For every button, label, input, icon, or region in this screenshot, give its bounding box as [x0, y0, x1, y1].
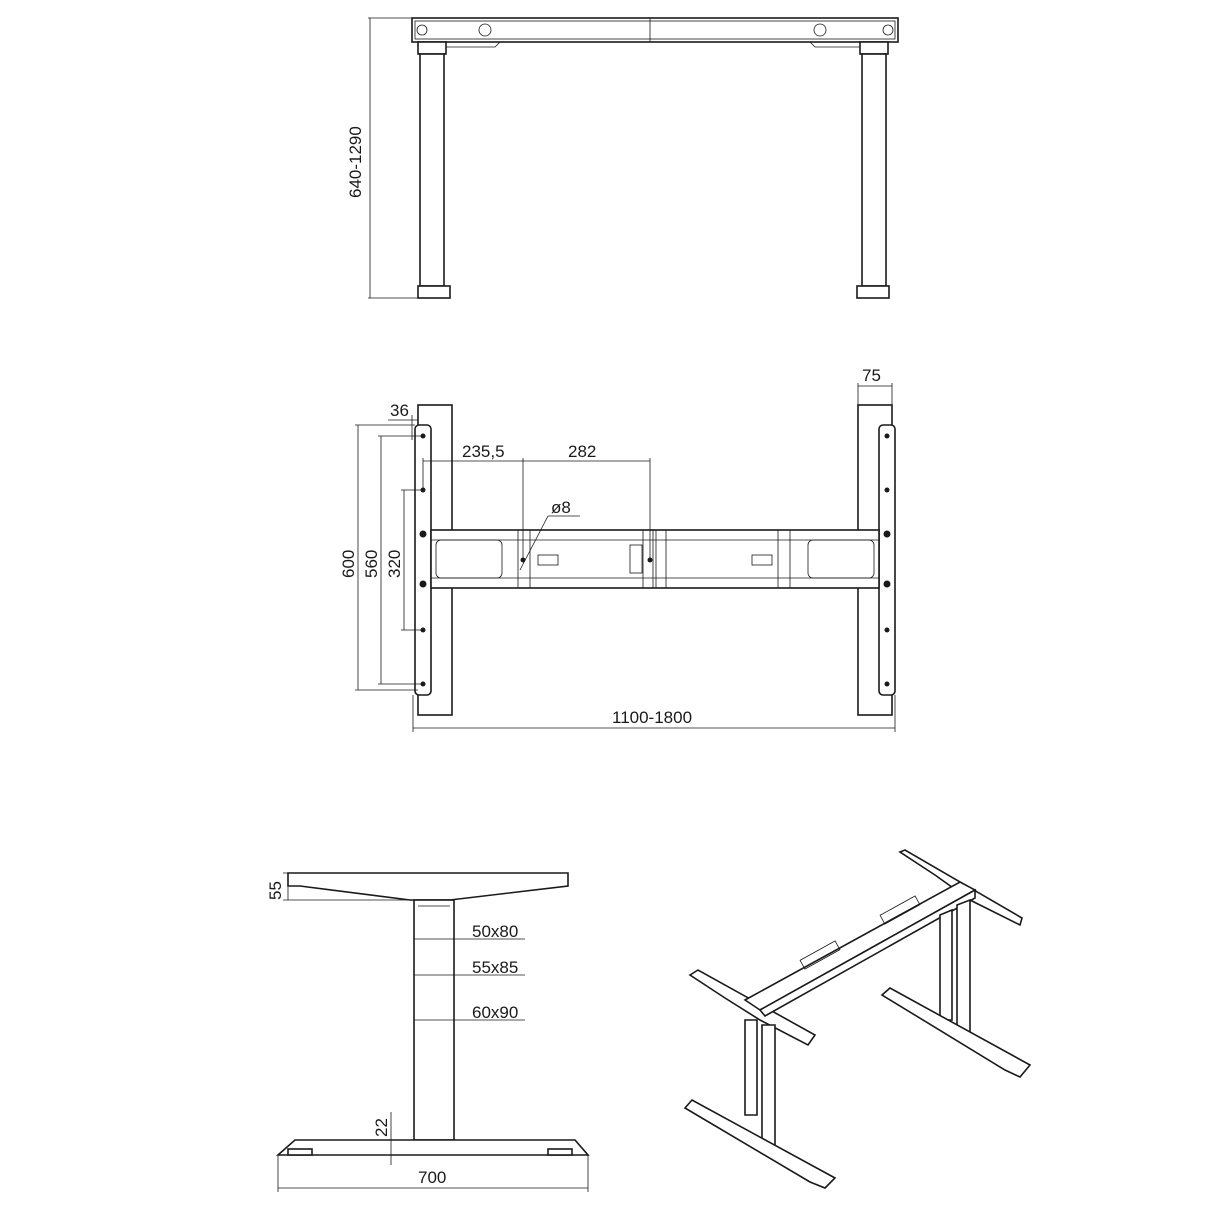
- front-view: 640-1290: [346, 17, 899, 299]
- dim-section-2: 55x85: [472, 958, 518, 977]
- dim-width-range: 1100-1800: [612, 708, 692, 727]
- dim-section-1: 50x80: [472, 922, 518, 941]
- top-view: 75 36 235,5 282 ø8 600 560 320 1100-1800: [339, 366, 896, 732]
- dim-foot-height: 22: [372, 1118, 391, 1137]
- dim-depth-600: 600: [339, 550, 358, 578]
- side-view: 55 50x80 55x85 60x90 22 700: [266, 872, 590, 1192]
- dim-depth-560: 560: [362, 550, 381, 578]
- dim-hole-spacing-b: 282: [568, 442, 596, 461]
- dim-leg-depth: 75: [862, 366, 881, 385]
- dim-edge-offset: 36: [390, 401, 409, 420]
- dim-depth-320: 320: [385, 550, 404, 578]
- dim-hole-diameter: ø8: [551, 498, 571, 517]
- dim-section-3: 60x90: [472, 1003, 518, 1022]
- dim-height-range: 640-1290: [346, 126, 365, 198]
- dim-foot-length: 700: [418, 1168, 446, 1187]
- isometric-view: [683, 849, 1032, 1189]
- dim-hole-spacing-a: 235,5: [462, 442, 505, 461]
- dim-top-height: 55: [266, 881, 285, 900]
